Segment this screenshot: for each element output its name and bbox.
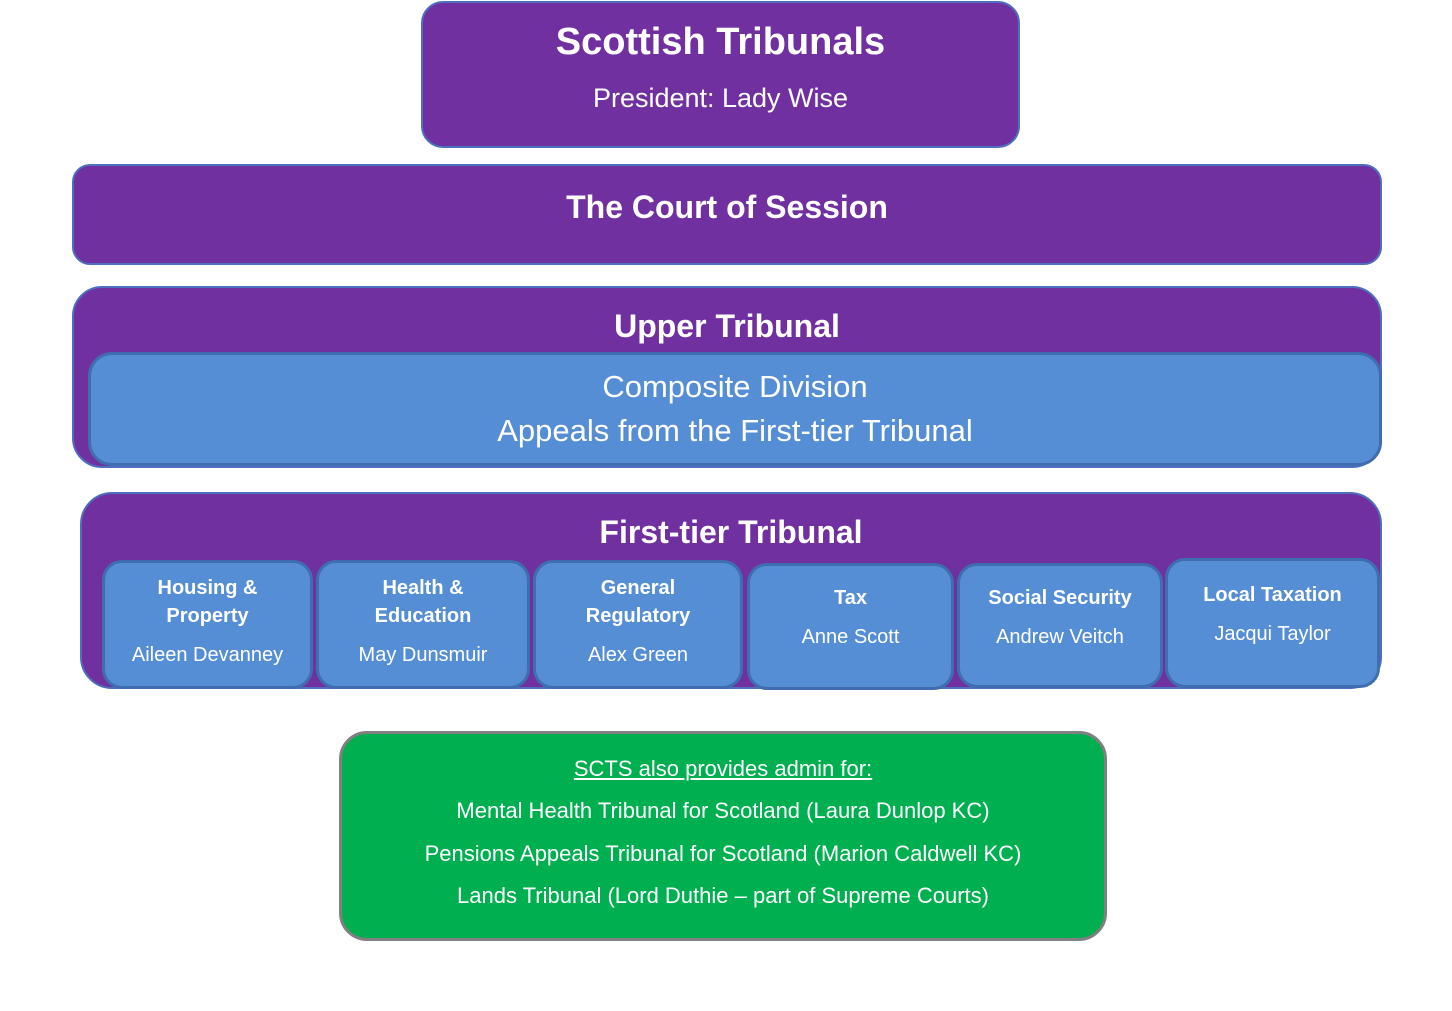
admin-tribunal-item: Pensions Appeals Tribunal for Scotland (…	[424, 841, 1022, 866]
composite-division-title: Composite Division	[602, 369, 868, 404]
composite-division-box: Composite Division Appeals from the Firs…	[88, 352, 1382, 466]
chamber-name: Tax	[834, 587, 867, 609]
chamber-name-line1: Housing &	[157, 577, 258, 599]
chamber-president: May Dunsmuir	[358, 644, 488, 666]
chamber-president: Jacqui Taylor	[1214, 623, 1331, 645]
chamber-president: Anne Scott	[801, 626, 900, 648]
scts-admin-box: SCTS also provides admin for: Mental Hea…	[339, 731, 1107, 941]
chamber-name-line2: Regulatory	[585, 605, 691, 627]
court-of-session-box: The Court of Session	[72, 164, 1382, 265]
chamber-name-line2: Property	[166, 605, 249, 627]
chamber-president: Aileen Devanney	[131, 644, 284, 666]
admin-tribunal-item: Lands Tribunal (Lord Duthie – part of Su…	[457, 883, 989, 908]
chamber-name-line1: General	[600, 577, 676, 599]
upper-tribunal-box: Upper Tribunal Composite Division Appeal…	[72, 286, 1382, 468]
composite-division-description: Appeals from the First-tier Tribunal	[497, 413, 973, 448]
admin-tribunal-item: Mental Health Tribunal for Scotland (Lau…	[456, 798, 990, 823]
court-of-session-title: The Court of Session	[566, 189, 888, 225]
chamber-president: Alex Green	[587, 644, 689, 666]
scottish-tribunals-box: Scottish Tribunals President: Lady Wise	[421, 1, 1020, 148]
chamber-name-line2: Education	[374, 605, 472, 627]
chamber-name-line1: Health &	[382, 577, 464, 599]
first-tier-tribunal-title: First-tier Tribunal	[599, 514, 863, 550]
chamber-name: Health & Education	[325, 574, 521, 630]
chamber-social-security: Social Security Andrew Veitch	[957, 563, 1163, 688]
scottish-tribunals-title: Scottish Tribunals	[555, 21, 886, 63]
upper-tribunal-title: Upper Tribunal	[614, 308, 840, 344]
chamber-tax: Tax Anne Scott	[747, 563, 954, 690]
chamber-name: General Regulatory	[542, 574, 734, 630]
president-label: President: Lady Wise	[592, 83, 849, 113]
first-tier-tribunal-box: First-tier Tribunal Housing & Property A…	[80, 492, 1382, 690]
chamber-housing-property: Housing & Property Aileen Devanney	[102, 560, 313, 689]
chamber-name: Housing & Property	[111, 574, 304, 630]
chamber-health-education: Health & Education May Dunsmuir	[316, 560, 530, 689]
chamber-general-regulatory: General Regulatory Alex Green	[533, 560, 743, 689]
chamber-name: Local Taxation	[1203, 584, 1342, 606]
chamber-name: Social Security	[988, 587, 1132, 609]
scts-admin-heading: SCTS also provides admin for:	[573, 756, 873, 781]
chamber-local-taxation: Local Taxation Jacqui Taylor	[1165, 558, 1380, 688]
chamber-president: Andrew Veitch	[996, 626, 1124, 648]
